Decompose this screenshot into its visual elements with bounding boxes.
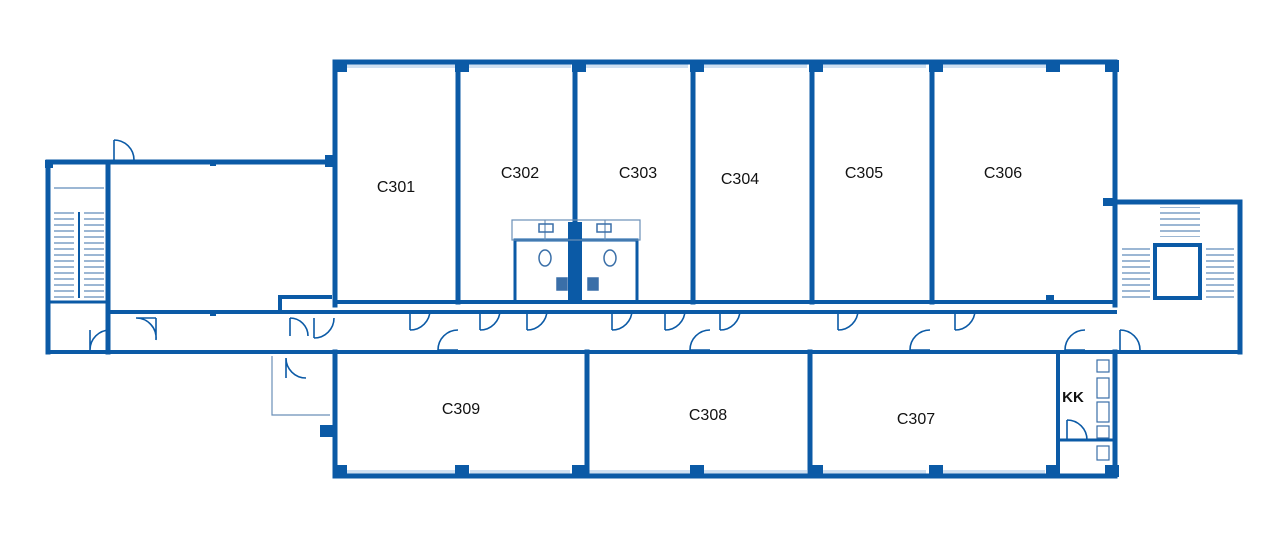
toilet-icon [538,249,552,267]
door-swing-icon [437,329,459,351]
door-swing-icon [479,309,501,331]
door-swing-icon [689,329,711,351]
kitchen-fixtures [1096,359,1110,461]
thin-lines [271,219,641,416]
sink-icon [596,223,612,233]
toilet-icon [603,249,617,267]
door-swing-icon [954,309,976,331]
room-label-c304: C304 [721,171,759,188]
windows [345,62,1046,476]
toilet-fixtures [538,223,617,291]
door-swing-icon [135,317,157,341]
door-swing-icon [313,317,335,339]
door-swing-icon [1066,419,1088,441]
room-label-c309: C309 [442,401,480,418]
room-label-c308: C308 [689,407,727,424]
room-label-kk: KK [1062,389,1084,406]
room-labels: C301 C302 C303 C304 C305 C306 C307 C308 … [377,165,1084,428]
east-stairs [1122,207,1234,299]
door-swing-icon [664,309,686,331]
wall-columns [45,60,1119,477]
service-shaft [568,222,582,302]
door-swing-icon [289,317,309,337]
room-label-c302: C302 [501,165,539,182]
walls [45,59,1243,479]
door-swing-icon [719,309,741,331]
room-label-c307: C307 [897,411,935,428]
door-swing-icon [285,357,307,379]
door-swing-icon [837,309,859,331]
door-swing-icon [909,329,931,351]
room-label-c301: C301 [377,179,415,196]
sink-icon [538,223,554,233]
door-swing-icon [113,139,135,161]
room-label-c306: C306 [984,165,1022,182]
door-swing-icon [1119,329,1141,351]
doors [89,139,1141,441]
door-swing-icon [1064,329,1086,351]
door-swing-icon [611,309,633,331]
room-label-c305: C305 [845,165,883,182]
door-swing-icon [526,309,548,331]
west-stairs [54,187,104,298]
room-label-c303: C303 [619,165,657,182]
door-swing-icon [409,309,431,331]
door-swing-icon [89,329,111,351]
